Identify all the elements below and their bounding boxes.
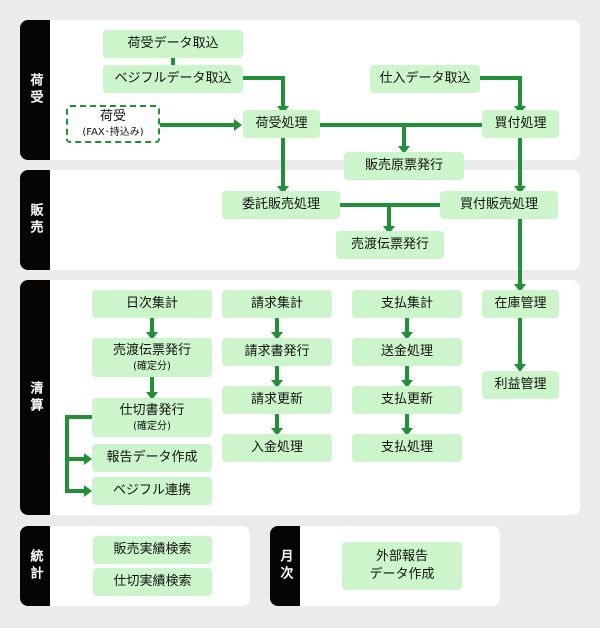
node-invoice-issue[interactable]: 請求書発行 [222,338,332,366]
node-payment-process[interactable]: 支払処理 [352,434,462,462]
section-label: 統計 [27,549,43,583]
node-label: 利益管理 [494,377,547,393]
node-purchase-import[interactable]: 仕入データ取込 [370,65,480,93]
node-label: 支払集計 [380,296,433,312]
node-label: 仕切書発行 [119,402,185,418]
node-label: 報告データ作成 [106,450,198,466]
node-sales-slip[interactable]: 売渡伝票発行 [336,231,444,259]
section-label: 販売 [27,203,43,237]
node-payment-total[interactable]: 支払集計 [352,290,462,318]
section-label-strip: 販売 [20,170,50,270]
node-receiving-import[interactable]: 荷受データ取込 [103,30,243,58]
node-label: 買付販売処理 [459,197,538,213]
node-note: (確定分) [133,420,171,432]
section-label: 清算 [27,380,43,415]
node-label: 仕切実績検索 [113,574,192,590]
node-inventory[interactable]: 在庫管理 [482,290,559,318]
node-label: 日次集計 [125,296,178,312]
node-label: 仕入データ取込 [379,71,471,87]
node-label: 買付処理 [494,116,547,132]
node-label: 送金処理 [380,344,433,360]
node-label: 委託販売処理 [241,197,320,213]
section-label-strip: 月次 [270,526,300,606]
node-label: 荷受処理 [255,116,308,132]
node-payment-receipt[interactable]: 入金処理 [222,434,332,462]
node-statement-search[interactable]: 仕切実績検索 [93,568,212,596]
node-consignment-sales[interactable]: 委託販売処理 [222,191,340,219]
node-vegiful-import[interactable]: ベジフルデータ取込 [103,65,243,93]
node-label: 販売実績検索 [113,542,192,558]
node-label: 請求集計 [250,296,303,312]
node-payment-update[interactable]: 支払更新 [352,386,462,414]
node-label: 売渡伝票発行 [350,237,429,253]
section-label-strip: 統計 [20,526,50,606]
node-label: 在庫管理 [494,296,547,312]
node-label: 支払更新 [380,392,433,408]
node-receiving-process[interactable]: 荷受処理 [243,110,320,138]
node-label: 販売原票発行 [364,158,443,174]
node-label: 荷受データ取込 [127,36,219,52]
node-label: 入金処理 [250,440,303,456]
node-label: ベジフル連携 [112,483,191,499]
node-sales-search[interactable]: 販売実績検索 [93,536,212,564]
node-label: 荷受 [99,109,126,125]
node-external-report[interactable]: 外部報告 データ作成 [342,542,462,590]
section-label: 月次 [277,549,293,583]
node-vegiful-link[interactable]: ベジフル連携 [92,477,212,505]
node-billing-update[interactable]: 請求更新 [222,386,332,414]
node-label: 売渡伝票発行 [112,342,191,358]
section-label-strip: 荷受 [20,20,50,160]
node-receiving-manual[interactable]: 荷受 (FAX･持込み) [66,105,160,143]
node-statement-confirmed[interactable]: 仕切書発行 (確定分) [92,398,212,437]
node-sales-original-slip[interactable]: 販売原票発行 [344,152,464,180]
node-report-data[interactable]: 報告データ作成 [92,444,212,472]
node-purchase-sales[interactable]: 買付販売処理 [440,191,558,219]
node-billing-total[interactable]: 請求集計 [222,290,332,318]
node-sales-slip-confirmed[interactable]: 売渡伝票発行 (確定分) [92,338,212,377]
section-sales: 販売 [20,170,580,270]
node-note: (FAX･持込み) [82,127,144,139]
node-label: ベジフルデータ取込 [114,71,232,87]
node-label: 支払処理 [380,440,433,456]
node-purchase-process[interactable]: 買付処理 [482,110,559,138]
section-label: 荷受 [27,73,43,107]
section-label-strip: 清算 [20,280,50,515]
node-profit[interactable]: 利益管理 [482,371,559,399]
node-remittance[interactable]: 送金処理 [352,338,462,366]
node-label: 請求更新 [250,392,303,408]
node-label: データ作成 [369,567,435,582]
node-daily-total[interactable]: 日次集計 [92,290,212,318]
node-label: 外部報告 [375,549,428,565]
node-label: 請求書発行 [244,344,310,360]
node-note: (確定分) [133,360,171,372]
